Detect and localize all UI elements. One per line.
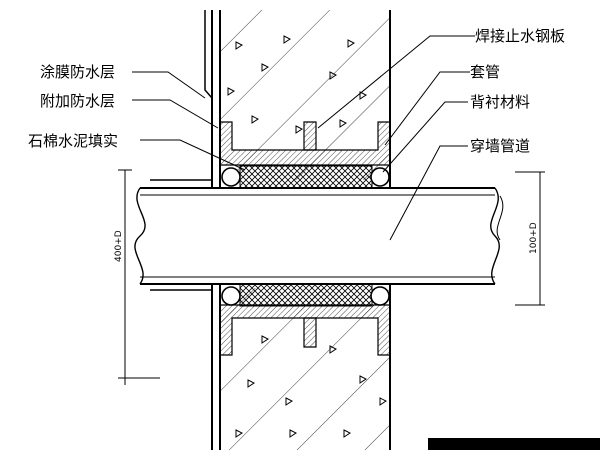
leader-lines xyxy=(132,35,475,241)
label-coating-waterproof-layer: 涂膜防水层 xyxy=(40,63,115,81)
label-welded-waterstop-plate: 焊接止水钢板 xyxy=(475,27,565,45)
backing-material-circles xyxy=(221,167,390,306)
asbestos-fill-lower xyxy=(239,283,373,307)
dimension-right-label: 100+D xyxy=(529,222,539,254)
label-sleeve: 套管 xyxy=(470,63,500,81)
corner-bar xyxy=(428,438,600,450)
aggregate-marks xyxy=(227,35,387,438)
dimension-line-right xyxy=(515,171,545,306)
label-asbestos-cement-fill: 石棉水泥填实 xyxy=(28,132,118,150)
label-backing-material: 背衬材料 xyxy=(470,93,530,111)
wall-penetrating-pipe xyxy=(134,187,504,285)
dimension-line-left xyxy=(118,169,160,385)
sleeve-lower xyxy=(219,304,391,356)
coating-waterproof-layer-line xyxy=(150,10,213,291)
label-wall-penetrating-pipe: 穿墙管道 xyxy=(470,137,530,155)
sleeve-upper xyxy=(219,121,391,166)
label-additional-waterproof-layer: 附加防水层 xyxy=(40,92,115,110)
dimension-left-label: 400+D xyxy=(114,230,124,262)
asbestos-fill-upper xyxy=(239,165,373,189)
